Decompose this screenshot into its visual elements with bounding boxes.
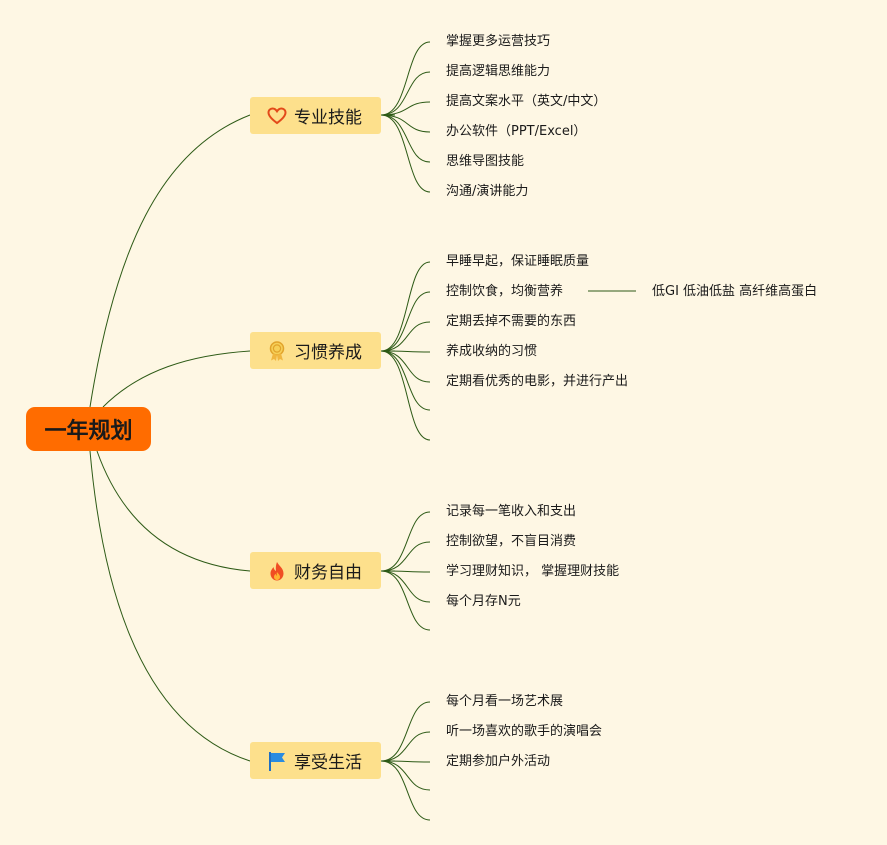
leaf-item[interactable]: 掌握更多运营技巧 <box>446 34 551 49</box>
connector-topic-leaf <box>380 261 431 352</box>
connector-topic-leaf <box>380 570 431 631</box>
leaf-item[interactable]: 办公软件（PPT/Excel） <box>446 124 587 139</box>
connector-root-topic <box>89 450 251 762</box>
connector-topic-leaf <box>380 570 431 573</box>
leaf-item[interactable]: 思维导图技能 <box>446 154 525 169</box>
flag-icon <box>266 750 288 772</box>
leaf-item[interactable]: 记录每一笔收入和支出 <box>446 504 577 519</box>
topic-label: 习惯养成 <box>294 343 362 363</box>
leaf-item[interactable]: 学习理财知识， 掌握理财技能 <box>446 564 620 579</box>
topic-habit-building[interactable]: 习惯养成 <box>250 332 381 369</box>
connector-topic-leaf <box>380 41 431 116</box>
connector-topic-leaf <box>380 350 431 411</box>
connector-root-topic <box>102 350 251 408</box>
topic-financial-freedom[interactable]: 财务自由 <box>250 552 381 589</box>
leaf-item[interactable]: 每个月看一场艺术展 <box>446 694 564 709</box>
leaf-item[interactable]: 养成收纳的习惯 <box>446 344 538 359</box>
leaf-item[interactable]: 听一场喜欢的歌手的演唱会 <box>446 724 603 739</box>
connector-topic-leaf <box>380 71 431 116</box>
connector-topic-leaf <box>380 760 431 821</box>
heart-icon <box>266 105 288 127</box>
topic-professional-skills[interactable]: 专业技能 <box>250 97 381 134</box>
fire-icon <box>266 560 288 582</box>
leaf-item[interactable]: 早睡早起，保证睡眠质量 <box>446 254 590 269</box>
connector-topic-leaf <box>380 511 431 572</box>
connector-topic-leaf <box>380 350 431 383</box>
connector-topic-leaf <box>380 541 431 572</box>
connector-topic-leaf <box>380 101 431 116</box>
connector-topic-leaf <box>380 701 431 762</box>
connector-topic-leaf <box>380 114 431 133</box>
topic-label: 财务自由 <box>294 563 362 583</box>
root-node[interactable]: 一年规划 <box>26 407 151 451</box>
connector-topic-leaf <box>380 731 431 762</box>
topic-label: 享受生活 <box>294 753 362 773</box>
connector-topic-leaf <box>380 291 431 352</box>
connector-topic-leaf <box>380 350 431 441</box>
connector-topic-leaf <box>380 114 431 193</box>
leaf-item[interactable]: 提高逻辑思维能力 <box>446 64 551 79</box>
leaf-item[interactable]: 提高文案水平（英文/中文） <box>446 94 607 109</box>
leaf-item[interactable]: 控制饮食，均衡营养 <box>446 284 564 299</box>
leaf-item[interactable]: 每个月存N元 <box>446 594 521 609</box>
connector-topic-leaf <box>380 114 431 163</box>
medal-icon <box>266 340 288 362</box>
connector-topic-leaf <box>380 760 431 791</box>
connector-topic-leaf <box>380 350 431 353</box>
connector-root-topic <box>96 450 251 572</box>
connector-root-topic <box>89 114 251 408</box>
leaf-item[interactable]: 控制欲望，不盲目消费 <box>446 534 577 549</box>
leaf-note[interactable]: 低GI 低油低盐 高纤维高蛋白 <box>652 284 818 299</box>
leaf-item[interactable]: 定期参加户外活动 <box>446 754 551 769</box>
topic-label: 专业技能 <box>294 108 362 128</box>
leaf-item[interactable]: 定期看优秀的电影，并进行产出 <box>446 374 629 389</box>
leaf-item[interactable]: 沟通/演讲能力 <box>446 184 529 199</box>
connector-topic-leaf <box>380 570 431 603</box>
topic-enjoy-life[interactable]: 享受生活 <box>250 742 381 779</box>
root-label: 一年规划 <box>44 419 133 444</box>
leaf-item[interactable]: 定期丢掉不需要的东西 <box>446 314 577 329</box>
connector-topic-leaf <box>380 321 431 352</box>
